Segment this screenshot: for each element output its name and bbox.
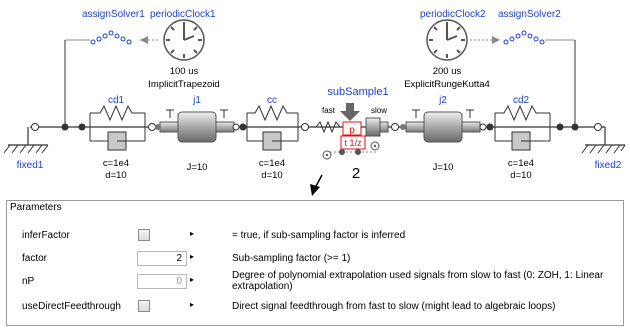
j1-inertia-value: J=10 [187, 162, 208, 173]
subsample-fast-label: fast [322, 106, 336, 115]
subsample1-block[interactable]: subSample1 fast slow p t 1/z 2 [315, 86, 389, 182]
cd2-spring-damper[interactable]: cd2 c=1e4 d=10 [494, 95, 551, 181]
clock2-solver: ExplicitRungeKutta4 [404, 79, 490, 90]
assign-solver1-label: assignSolver1 [82, 9, 145, 20]
cd1-label: cd1 [108, 95, 125, 106]
param-desc: Sub-sampling factor (>= 1) [232, 253, 351, 264]
cc-c-value: c=1e4 [259, 158, 285, 169]
cc-label: cc [267, 95, 277, 106]
param-desc: = true, if sub-sampling factor is inferr… [232, 230, 406, 241]
clock1-arrow-icon [140, 36, 148, 44]
j2-inertia-value: J=10 [433, 162, 454, 173]
cd1-d-value: d=10 [105, 170, 126, 181]
param-row-inferfactor: inferFactor ▸ = true, if sub-sampling fa… [7, 227, 623, 245]
periodic-clock1-label: periodicClock1 [150, 9, 216, 20]
clock1-period: 100 us [170, 66, 199, 77]
menu-arrow-icon[interactable]: ▸ [190, 252, 195, 261]
subsample-slow-label: slow [371, 106, 387, 115]
clock1-solver: ImplicitTrapezoid [148, 79, 219, 90]
periodic-clock1[interactable]: periodicClock1 100 us ImplicitTrapezoid [148, 9, 219, 90]
j1-inertia[interactable]: j1 J=10 [159, 95, 235, 173]
menu-arrow-icon[interactable]: ▸ [190, 229, 195, 238]
inferfactor-checkbox[interactable] [138, 229, 150, 241]
cc-spring-damper[interactable]: cc c=1e4 d=10 [246, 95, 299, 181]
usedirectfeedthrough-checkbox[interactable] [138, 300, 150, 312]
model-diagram: assignSolver1 periodicClock1 100 us Impl… [3, 9, 626, 196]
param-name: nP [22, 276, 35, 287]
cd2-label: cd2 [513, 95, 530, 106]
fixed1-label: fixed1 [17, 160, 44, 171]
param-row-factor: factor 2 ▸ Sub-sampling factor (>= 1) [7, 250, 623, 268]
subsample-z-label: t 1/z [344, 138, 362, 148]
fixed1[interactable]: fixed1 [3, 127, 49, 171]
cd2-d-value: d=10 [510, 170, 531, 181]
clock2-period: 200 us [433, 66, 462, 77]
param-name: useDirectFeedthrough [22, 301, 121, 312]
j2-inertia[interactable]: j2 J=10 [405, 95, 481, 173]
clock2-arrow-icon [492, 36, 500, 44]
callout-number: 2 [352, 165, 360, 182]
assign-solver1-block[interactable]: assignSolver1 [82, 9, 145, 45]
assign-solver2-block[interactable]: assignSolver2 [498, 9, 561, 45]
fixed2-label: fixed2 [595, 160, 622, 171]
menu-arrow-icon[interactable]: ▸ [190, 275, 195, 284]
subsample1-label: subSample1 [327, 86, 388, 98]
param-row-np: nP 0 ▸ Degree of polynomial extrapolatio… [7, 270, 623, 292]
fixed2[interactable]: fixed2 [581, 127, 626, 171]
cd2-c-value: c=1e4 [508, 158, 534, 169]
subsample-down-arrow-icon [340, 111, 360, 121]
subsample-p-label: p [349, 125, 355, 136]
periodic-clock2-label: periodicClock2 [420, 9, 486, 20]
param-name: factor [22, 253, 48, 264]
param-desc: Direct signal feedthrough from fast to s… [232, 301, 556, 312]
parameters-title: Parameters [10, 202, 62, 213]
j2-label: j2 [438, 95, 447, 106]
param-desc: Degree of polynomial extrapolation used … [232, 270, 604, 292]
menu-arrow-icon[interactable]: ▸ [190, 300, 195, 309]
cd1-spring-damper[interactable]: cd1 c=1e4 d=10 [89, 95, 146, 181]
cc-d-value: d=10 [261, 170, 282, 181]
param-row-usedirectfeedthrough: useDirectFeedthrough ▸ Direct signal fee… [7, 298, 623, 316]
np-input[interactable]: 0 [137, 274, 187, 289]
cd1-c-value: c=1e4 [103, 158, 129, 169]
assign-solver2-label: assignSolver2 [498, 9, 561, 20]
j1-label: j1 [192, 95, 201, 106]
parameters-panel: Parameters inferFactor ▸ = true, if sub-… [6, 200, 624, 326]
factor-input[interactable]: 2 [137, 251, 187, 266]
callout-arrow-icon [310, 184, 320, 196]
periodic-clock2[interactable]: periodicClock2 200 us ExplicitRungeKutta… [404, 9, 490, 90]
param-name: inferFactor [22, 230, 70, 241]
